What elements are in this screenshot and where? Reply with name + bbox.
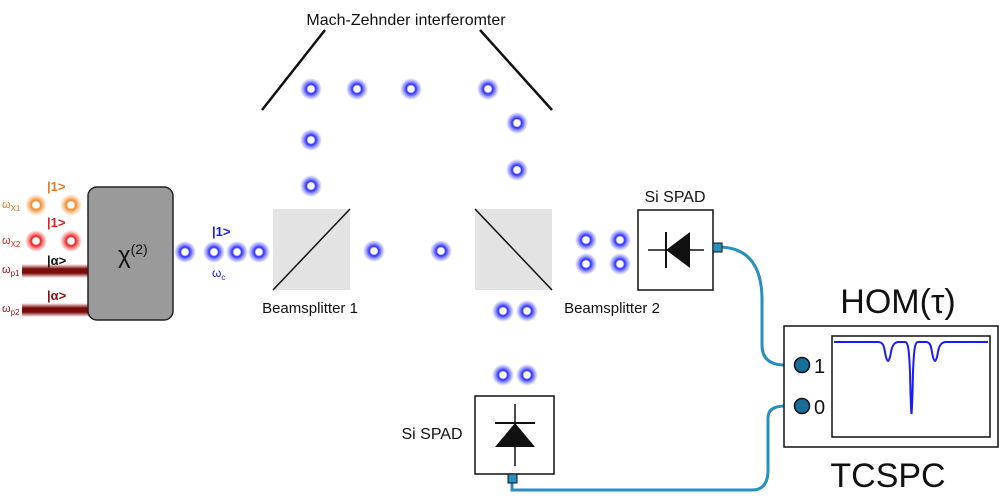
photon-signal-2 (203, 241, 225, 263)
svg-text:|α>: |α> (47, 288, 67, 303)
photon-out-bottom-1 (492, 300, 514, 322)
tcspc-port-1[interactable] (793, 356, 811, 374)
photon-mzi-left-3 (300, 78, 322, 100)
photon-mzi-top-1 (346, 78, 368, 100)
cable-bottom-detector (510, 404, 800, 492)
photon-out-right-2 (609, 229, 631, 251)
photon-signal-1 (174, 241, 196, 263)
mirror-left (261, 29, 326, 111)
signal-ket: |1> (212, 224, 231, 239)
photon-mzi-left-2 (300, 129, 322, 151)
detector-bottom-connector (507, 473, 518, 484)
diode-top-triangle (666, 232, 690, 268)
photon-out-bottom-2 (516, 300, 538, 322)
chi2-crystal (87, 186, 174, 321)
photon-mzi-left-1 (300, 175, 322, 197)
svg-text:ωp2: ωp2 (2, 303, 20, 317)
svg-text:|1>: |1> (47, 215, 66, 230)
svg-text:|α>: |α> (47, 253, 67, 268)
cable-top-detector (717, 245, 800, 367)
photon-signal-4 (248, 241, 270, 263)
detector-top-connector (712, 242, 723, 253)
photon-mzi-right-2 (506, 159, 528, 181)
tcspc-label: TCSPC (830, 457, 945, 495)
tcspc-port-0[interactable] (793, 397, 811, 415)
diode-bottom-triangle (495, 423, 535, 447)
beamsplitter-2-surface (474, 208, 553, 291)
svg-text:ωX1: ωX1 (2, 199, 21, 213)
photon-signal-3 (226, 241, 248, 263)
detector-bottom (474, 395, 555, 484)
input-x2-label: ωX2 |1> (2, 215, 66, 249)
mirror-right (479, 29, 553, 111)
mzi-title: Mach-Zehnder interferomter (306, 12, 506, 29)
detector-bottom-label: Si SPAD (401, 426, 462, 443)
photon-out-bottom-4 (516, 364, 538, 386)
photon-x1-a (25, 194, 47, 216)
photon-out-right-1 (575, 229, 597, 251)
photon-mzi-mid-1 (363, 240, 385, 262)
detector-top-label: Si SPAD (644, 189, 705, 206)
photon-x2-a (25, 230, 47, 252)
signal-omega: ωc (212, 266, 225, 282)
photon-mzi-top-2 (400, 78, 422, 100)
pump-beam-2 (22, 303, 92, 317)
hom-trace (834, 341, 988, 415)
svg-text:ωp1: ωp1 (2, 264, 20, 278)
photon-x2-b (60, 230, 82, 252)
beamsplitter-1-label: Beamsplitter 1 (262, 300, 358, 317)
photon-mzi-right-1 (506, 112, 528, 134)
photon-mzi-mid-2 (430, 240, 452, 262)
beamsplitter-2-label: Beamsplitter 2 (564, 300, 660, 317)
port-0-label: 0 (814, 397, 825, 419)
detector-top (637, 209, 723, 291)
photon-x1-b (60, 194, 82, 216)
photon-out-right-4 (609, 253, 631, 275)
beamsplitter-1-surface (272, 208, 351, 291)
svg-text:ωX2: ωX2 (2, 235, 21, 249)
svg-text:|1>: |1> (47, 179, 66, 194)
hom-title: HOM(τ) (840, 283, 955, 321)
port-1-label: 1 (814, 356, 825, 378)
pump-beam-1 (22, 264, 92, 278)
photon-mzi-top-3 (477, 78, 499, 100)
photon-out-bottom-3 (492, 364, 514, 386)
chi2-label: χ(2) (118, 241, 148, 269)
photon-out-right-3 (575, 253, 597, 275)
